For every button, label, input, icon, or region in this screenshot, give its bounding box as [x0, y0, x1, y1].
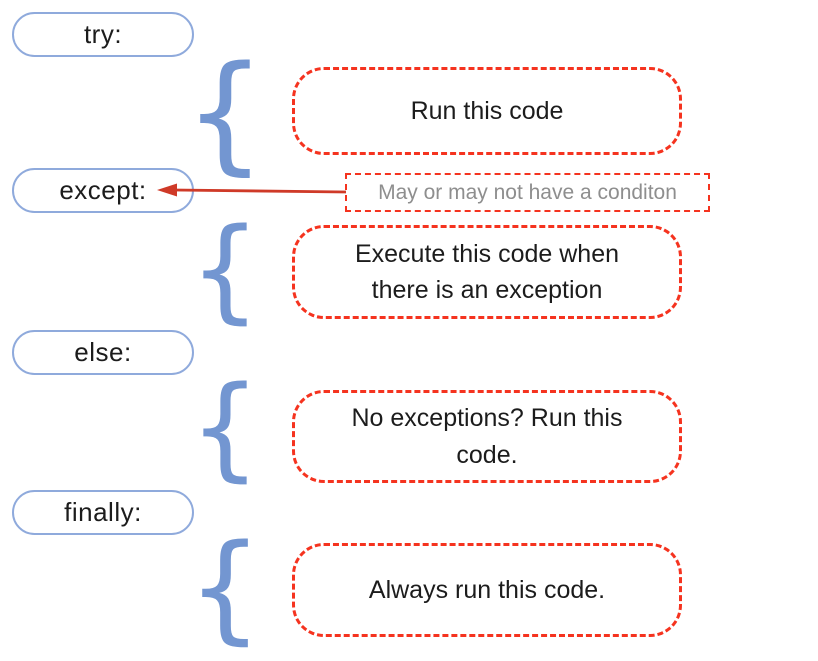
keyword-label-finally: finally: [64, 497, 142, 527]
brace-icon: { [189, 363, 261, 493]
code-box-except: Execute this code when there is an excep… [292, 225, 682, 319]
arrow-icon [157, 183, 347, 197]
code-box-finally-text: Always run this code. [368, 575, 606, 604]
brace-icon: { [187, 517, 263, 656]
keyword-pill-finally: finally: [12, 490, 194, 535]
code-box-else: No exceptions? Run this code. [292, 390, 682, 483]
keyword-label-try: try: [83, 19, 123, 49]
brace-icon: { [189, 205, 261, 335]
code-box-finally: Always run this code. [292, 543, 682, 637]
brace-icon: { [184, 39, 266, 188]
code-box-else-text: No exceptions? Run this code. [351, 404, 623, 469]
code-box-try: Run this code [292, 67, 682, 155]
condition-note-text: May or may not have a conditon [378, 180, 677, 204]
keyword-pill-else: else: [12, 330, 194, 375]
code-box-try-text: Run this code [410, 96, 564, 125]
keyword-label-except: except: [59, 175, 147, 205]
keyword-label-else: else: [74, 337, 132, 367]
condition-note-box: May or may not have a conditon [345, 173, 710, 212]
code-box-except-text: Execute this code when there is an excep… [354, 239, 620, 304]
keyword-pill-try: try: [12, 12, 194, 57]
